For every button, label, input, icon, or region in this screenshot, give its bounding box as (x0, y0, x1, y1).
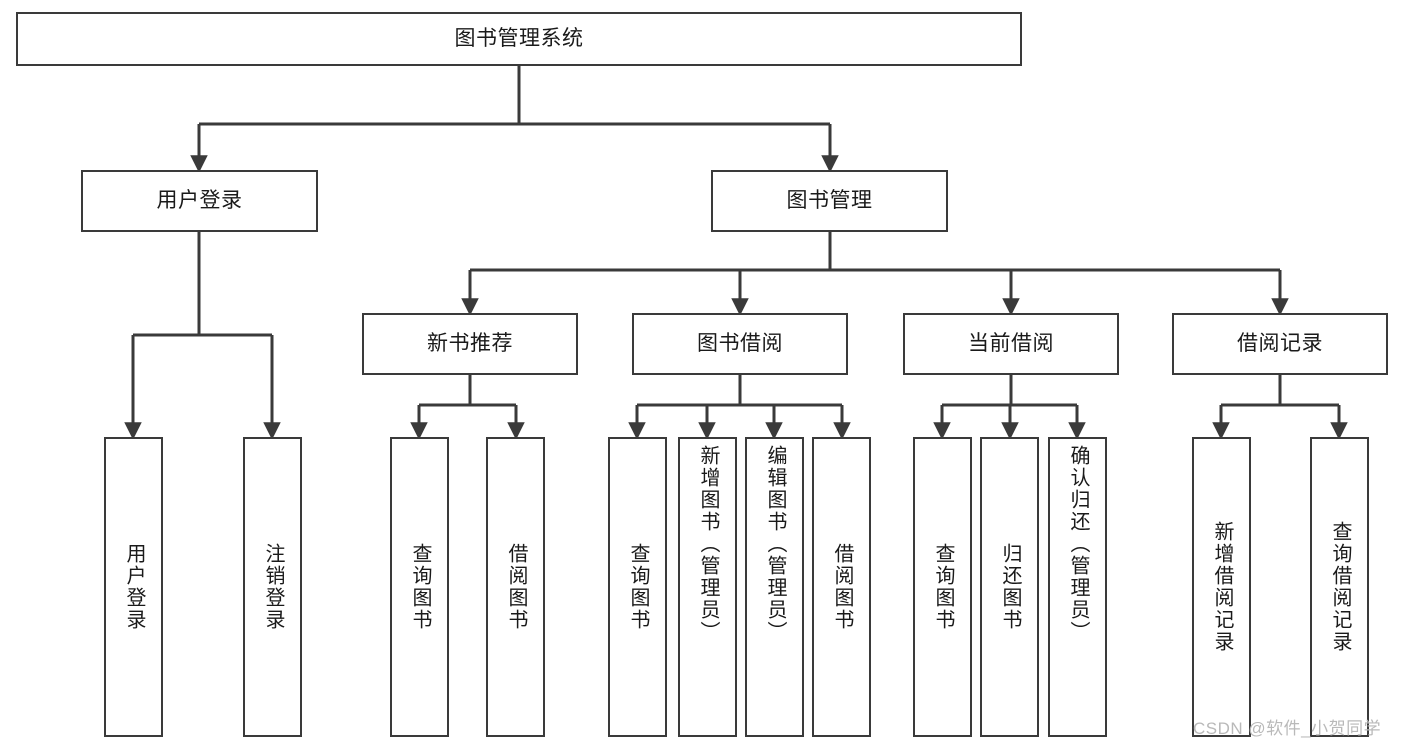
node-user-login-label: 用户登录 (156, 189, 243, 213)
node-book-borrow-label: 图书借阅 (697, 332, 783, 356)
leaf-query-book-cur-label: 查询图书 (932, 543, 954, 631)
leaf-query-book-bor[interactable]: 查询图书 (608, 437, 667, 737)
leaf-borrow-book-label: 借阅图书 (831, 543, 853, 631)
leaf-edit-book[interactable]: 编辑图书（管理员） (745, 437, 804, 737)
leaf-return-book[interactable]: 归还图书 (980, 437, 1039, 737)
leaf-add-book[interactable]: 新增图书（管理员） (678, 437, 737, 737)
node-root[interactable]: 图书管理系统 (16, 12, 1022, 66)
leaf-logout[interactable]: 注销登录 (243, 437, 302, 737)
csdn-watermark: CSDN @软件_小贺同学 (1193, 719, 1382, 738)
leaf-query-record-label: 查询借阅记录 (1329, 521, 1351, 653)
leaf-query-book-rec-label: 查询图书 (409, 543, 431, 631)
leaf-add-record-label: 新增借阅记录 (1211, 521, 1233, 653)
leaf-query-book-rec[interactable]: 查询图书 (390, 437, 449, 737)
leaf-borrow-book-rec[interactable]: 借阅图书 (486, 437, 545, 737)
leaf-borrow-book-rec-label: 借阅图书 (505, 543, 527, 631)
leaf-edit-book-label: 编辑图书（管理员） (764, 445, 786, 643)
leaf-add-record[interactable]: 新增借阅记录 (1192, 437, 1251, 737)
leaf-user-login[interactable]: 用户登录 (104, 437, 163, 737)
node-current-borrow-label: 当前借阅 (968, 332, 1054, 356)
leaf-user-login-label: 用户登录 (123, 543, 145, 631)
node-user-login[interactable]: 用户登录 (81, 170, 318, 232)
leaf-confirm-return-label: 确认归还（管理员） (1067, 445, 1089, 643)
leaf-logout-label: 注销登录 (262, 543, 284, 631)
node-book-manage[interactable]: 图书管理 (711, 170, 948, 232)
leaf-query-book-cur[interactable]: 查询图书 (913, 437, 972, 737)
leaf-query-record[interactable]: 查询借阅记录 (1310, 437, 1369, 737)
node-borrow-record-label: 借阅记录 (1237, 332, 1323, 356)
leaf-query-book-bor-label: 查询图书 (627, 543, 649, 631)
node-current-borrow[interactable]: 当前借阅 (903, 313, 1119, 375)
leaf-return-book-label: 归还图书 (999, 543, 1021, 631)
node-book-manage-label: 图书管理 (786, 189, 873, 213)
node-new-book-rec-label: 新书推荐 (427, 332, 513, 356)
node-book-borrow[interactable]: 图书借阅 (632, 313, 848, 375)
leaf-add-book-label: 新增图书（管理员） (697, 445, 719, 643)
node-new-book-rec[interactable]: 新书推荐 (362, 313, 578, 375)
node-root-label: 图书管理系统 (454, 27, 584, 51)
leaf-borrow-book[interactable]: 借阅图书 (812, 437, 871, 737)
leaf-confirm-return[interactable]: 确认归还（管理员） (1048, 437, 1107, 737)
node-borrow-record[interactable]: 借阅记录 (1172, 313, 1388, 375)
